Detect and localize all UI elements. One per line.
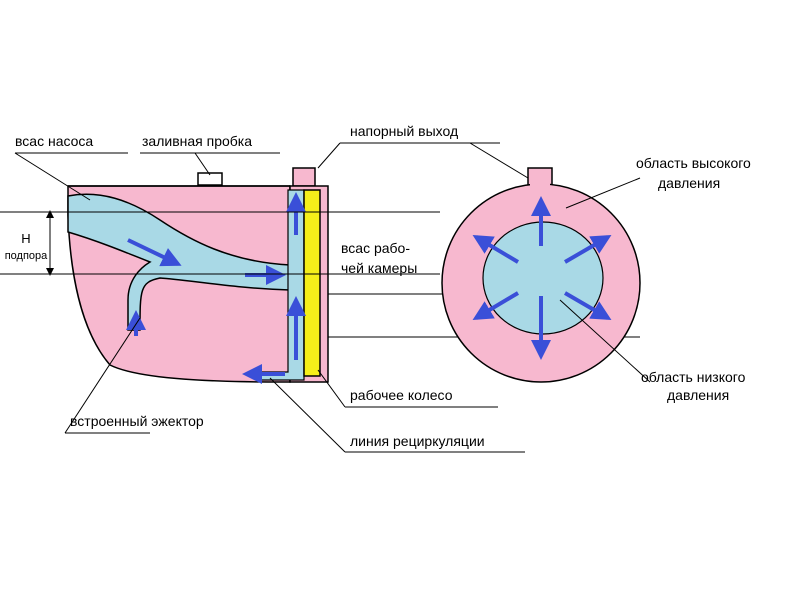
label-chamber-suction-2: чей камеры — [341, 260, 417, 276]
head-caption: подпора — [5, 250, 48, 262]
label-impeller: рабочее колесо — [350, 387, 453, 403]
side-outlet-pipe — [292, 167, 316, 187]
label-built-in-ejector: встроенный эжектор — [70, 413, 204, 429]
label-pressure-outlet: напорный выход — [350, 123, 458, 139]
label-pump-suction: всас насоса — [15, 133, 93, 149]
label-high-pressure-1: область высокого — [636, 155, 751, 171]
label-low-pressure-2: давления — [667, 387, 729, 403]
impeller — [303, 189, 321, 377]
label-high-pressure-2: давления — [658, 175, 720, 191]
pump-side-view — [67, 167, 329, 384]
label-recirculation-line: линия рециркуляции — [350, 433, 485, 449]
flow-arrows-side — [126, 192, 306, 384]
radial-arrows — [472, 196, 612, 360]
label-low-pressure-1: область низкого — [641, 369, 746, 385]
filler-plug — [197, 172, 223, 186]
label-chamber-suction-1: всас рабо- — [341, 240, 410, 256]
head-symbol: Н — [21, 231, 30, 246]
label-filler-plug: заливная пробка — [142, 133, 252, 149]
pump-front-view — [441, 167, 641, 383]
leader-lines — [14, 142, 651, 453]
